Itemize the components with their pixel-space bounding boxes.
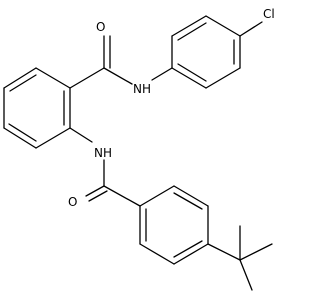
lower-benzene-ring	[139, 185, 209, 265]
nh-to-aryl-bond	[151, 67, 173, 81]
carbonyl-to-aryl-bond-bottom	[103, 185, 141, 207]
ring-to-nh-bond-bottom	[69, 127, 93, 143]
central-benzene-ring	[3, 67, 71, 149]
chlorophenyl-ring	[171, 15, 241, 89]
nh-label-bottom: NH	[94, 146, 112, 160]
tert-butyl-group	[207, 225, 273, 291]
oxygen-label-top: O	[96, 20, 105, 34]
carbonyl-bond-bottom	[85, 185, 105, 197]
molecule-diagram: O NH Cl NH O	[3, 7, 275, 291]
chlorine-bond	[239, 21, 263, 37]
oxygen-label-bottom: O	[68, 195, 77, 209]
nh-label-top: NH	[133, 82, 151, 96]
structure-canvas: O NH Cl NH O	[3, 7, 275, 291]
chlorine-label: Cl	[263, 7, 275, 21]
carbonyl-to-nh-bond-top	[103, 67, 133, 85]
top-amide-group	[69, 35, 173, 89]
ring-to-carbonyl-bond-top	[69, 67, 105, 89]
bottom-amide-group	[69, 127, 141, 207]
